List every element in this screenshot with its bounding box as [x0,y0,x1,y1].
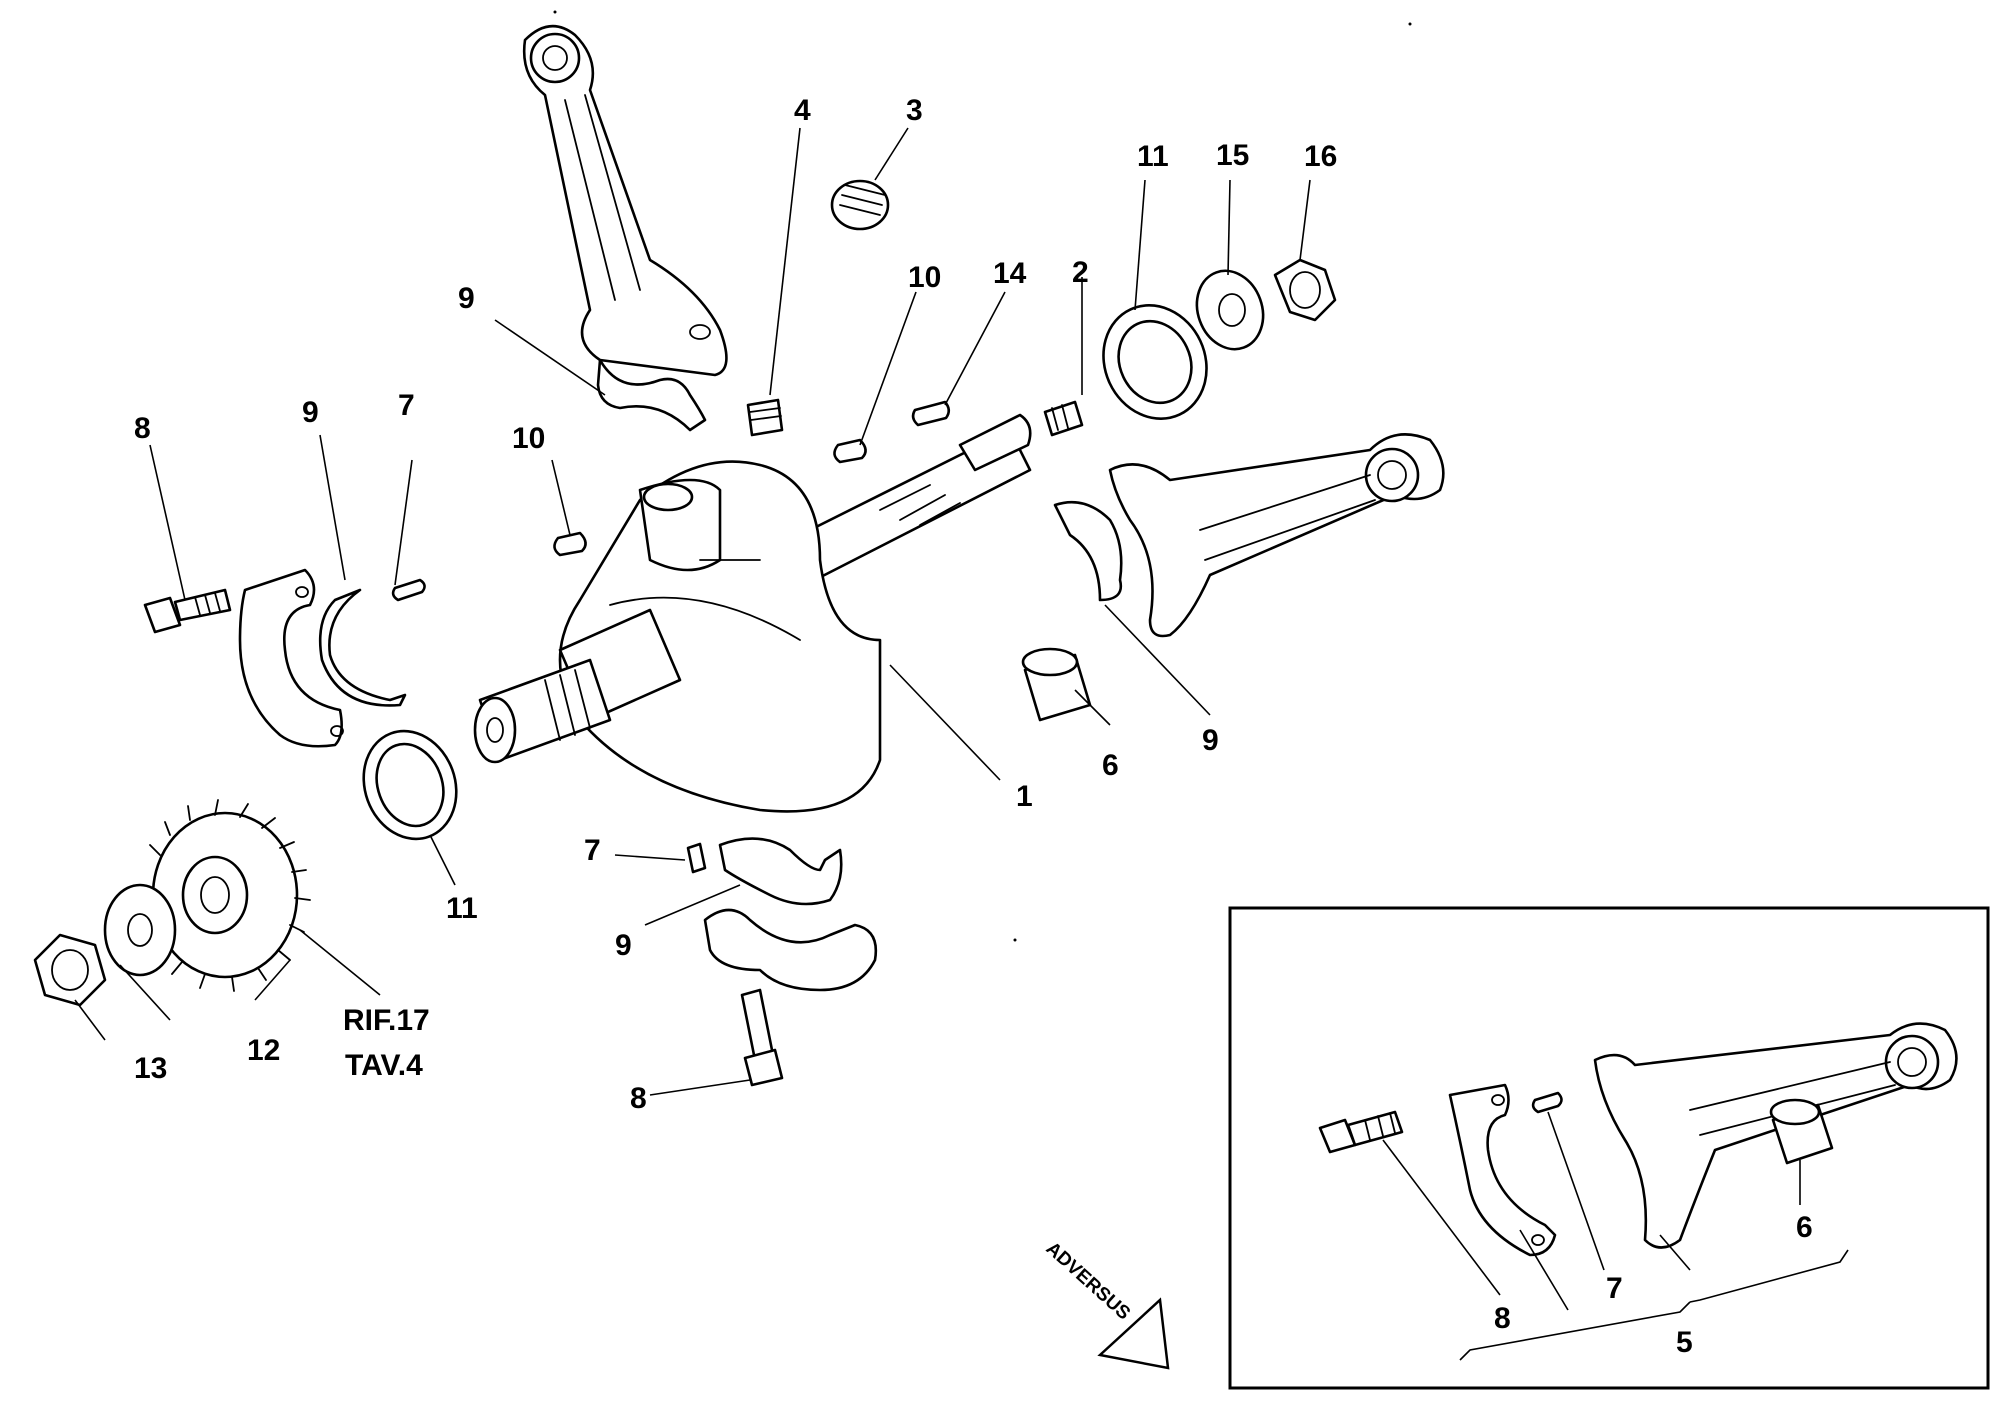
key-10-upper [833,438,867,464]
logo-text: ADVERSUS [1042,1238,1135,1324]
logo-arrow-icon [1097,1297,1170,1370]
callout-11-left: 11 [446,892,478,925]
callout-9-lower: 9 [615,929,632,962]
callout-1: 1 [1016,780,1033,813]
callout-14: 14 [993,257,1027,290]
crankshaft [473,413,1032,813]
grub-screw-2 [1043,400,1084,437]
callout-10-upper: 10 [908,261,941,294]
cap-bolt-hole [330,725,344,737]
bearing-shell-9-right [1053,500,1123,602]
plug-3 [830,179,890,231]
inset-box: 8 7 6 5 [1228,906,1990,1390]
inset-callout-5: 5 [1676,1326,1693,1359]
connecting-rod-right [1108,433,1445,638]
inset-callout-6: 6 [1796,1211,1813,1244]
bearing-shell-9-left [318,588,407,707]
inset-bushing-6 [1769,1098,1834,1165]
washer-12 [103,883,177,977]
inset-cap [1448,1083,1557,1257]
bearing-shell-9-lower [718,837,843,906]
bolt-8-lower [740,988,784,1087]
cap-bolt-hole [295,586,309,598]
inset-connecting-rod [1593,1022,1958,1249]
callout-4: 4 [794,94,811,127]
bushing-6 [1021,647,1092,722]
callout-16: 16 [1304,140,1337,173]
connecting-rod-upper [522,24,728,377]
bearing-shell-9-upper [596,358,707,432]
inset-callout-8: 8 [1494,1302,1511,1335]
callout-labels: 1 2 3 4 6 7 7 8 8 9 9 9 9 10 10 11 11 12… [134,94,1337,1115]
speck [553,10,557,14]
dowel-pin-7-lower [686,842,707,874]
callout-12: 12 [247,1034,280,1067]
callout-11-right: 11 [1137,140,1169,173]
callout-8-left: 8 [134,412,151,445]
callout-6: 6 [1102,749,1119,782]
speck [1013,938,1017,942]
inset-callout-7: 7 [1606,1272,1623,1305]
callout-15: 15 [1216,139,1249,172]
callout-9-right: 9 [1202,724,1219,757]
leader-lines [74,127,1311,1096]
bolt-8-left [143,588,232,634]
callout-13: 13 [134,1052,167,1085]
nut-16 [1273,258,1337,322]
inset-bracket [1459,1249,1849,1361]
washer-15 [1195,269,1265,351]
adversus-logo: ADVERSUS [1042,1238,1170,1370]
speck [1408,22,1412,26]
callout-9-upper: 9 [458,282,475,315]
inset-bolt-8 [1318,1110,1404,1154]
nut-13 [33,933,107,1007]
reference-line-2: TAV.4 [345,1049,423,1082]
callout-9-left: 9 [302,396,319,429]
bearing-cap-lower [703,908,878,992]
oil-seal-11-left [362,729,458,841]
callout-7-lower: 7 [584,834,601,867]
grub-screw-4 [746,398,784,437]
reference-line-1: RIF.17 [343,1004,430,1037]
callout-3: 3 [906,94,923,127]
callout-2: 2 [1072,256,1089,289]
callout-10-left: 10 [512,422,545,455]
callout-7-left: 7 [398,389,415,422]
inset-frame [1228,906,1990,1390]
dowel-pin-7-left [391,578,426,602]
gear-rif17 [140,799,311,992]
key-14 [911,400,951,427]
oil-seal-11-right [1102,304,1208,420]
callout-8-lower: 8 [630,1082,647,1115]
inset-pin-7 [1531,1091,1563,1114]
key-10-left [553,531,587,557]
